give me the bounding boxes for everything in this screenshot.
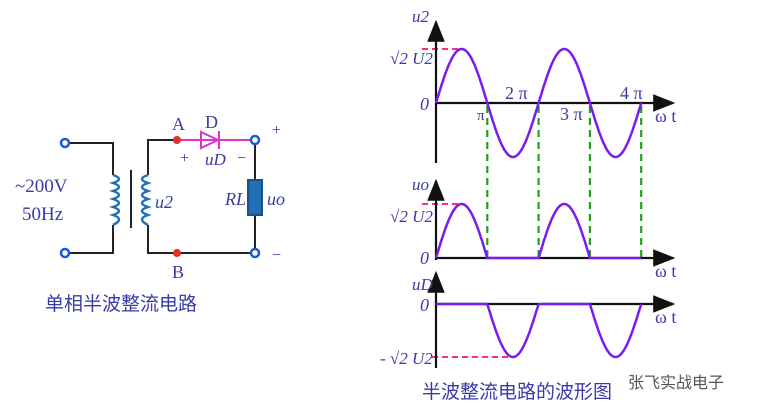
- node-a-label: A: [172, 114, 185, 134]
- uo-rectified-wave: [434, 202, 642, 260]
- ud-axis-label: uD: [412, 275, 434, 294]
- tick-3pi: 3 π: [560, 104, 583, 124]
- uo-peak-label: √2 U2: [390, 207, 433, 226]
- tick-2pi: 2 π: [505, 83, 528, 103]
- ud-x-axis-label: ω t: [655, 307, 676, 327]
- output-terminal-top: [249, 134, 261, 146]
- secondary-wire-bottom: [147, 215, 256, 254]
- node-b-dot: [173, 249, 181, 257]
- diode-minus-sign: −: [237, 150, 246, 167]
- u2-x-axis-label: ω t: [655, 106, 676, 126]
- waveform-curves: [434, 47, 643, 359]
- circuit-caption: 单相半波整流电路: [45, 293, 197, 315]
- secondary-voltage-label: u2: [155, 192, 173, 212]
- primary-wires: [65, 142, 114, 254]
- diode-voltage-label: uD: [205, 150, 227, 169]
- output-terminal-bottom: [249, 247, 261, 259]
- waveform-caption: 半波整流电路的波形图: [422, 381, 612, 403]
- secondary-wire-top: [147, 139, 177, 175]
- guide-lines: [422, 48, 643, 358]
- uo-x-axis-label: ω t: [655, 261, 676, 281]
- watermark: 张飞实战电子: [628, 373, 724, 392]
- output-plus-sign: +: [272, 122, 281, 139]
- output-minus-sign: −: [272, 247, 281, 264]
- node-a-dot: [173, 136, 181, 144]
- secondary-coil: [140, 173, 152, 227]
- ud-trough-label: - √2 U2: [380, 349, 433, 368]
- source-voltage-label: ~200V: [15, 176, 68, 197]
- u2-axis-label: u2: [412, 7, 430, 26]
- load-label: RL: [224, 189, 246, 209]
- u2-sine-wave: [434, 47, 643, 159]
- uo-zero-label: 0: [420, 248, 429, 268]
- diode-label: D: [205, 112, 218, 132]
- ud-diode-voltage-wave: [436, 302, 643, 359]
- tick-pi: π: [477, 108, 485, 124]
- ud-zero-label: 0: [420, 295, 429, 315]
- u2-peak-label: √2 U2: [390, 49, 433, 68]
- circuit: [65, 130, 263, 254]
- terminals: [59, 134, 261, 259]
- diode-symbol: [200, 130, 221, 150]
- tick-4pi: 4 π: [620, 83, 643, 103]
- input-terminal-top: [59, 137, 71, 149]
- u2-zero-label: 0: [420, 94, 429, 114]
- load-resistor: [247, 179, 263, 216]
- output-voltage-label: uo: [267, 189, 285, 209]
- diode-plus-sign: +: [180, 150, 189, 167]
- primary-coil: [109, 173, 121, 227]
- input-terminal-bottom: [59, 247, 71, 259]
- source-frequency-label: 50Hz: [22, 204, 63, 225]
- uo-axis-label: uo: [412, 175, 429, 194]
- node-b-label: B: [172, 262, 184, 282]
